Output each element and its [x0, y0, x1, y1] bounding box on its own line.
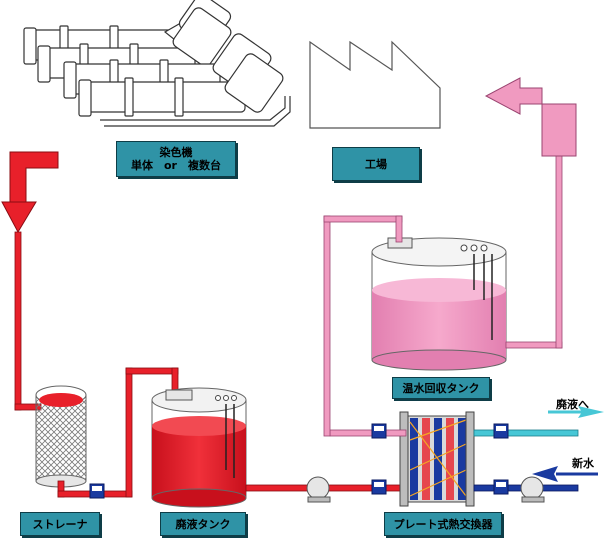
- inlet-arrow-head: [1, 201, 37, 234]
- fresh-water-inlet-line: [473, 466, 598, 503]
- drain-flow-label: 廃液へ: [556, 398, 589, 411]
- waste-tank: [151, 387, 247, 508]
- warm-water-valve: [371, 423, 387, 439]
- fresh-water-flow-label: 新水: [572, 457, 594, 470]
- dyeing-machine-label: 染色機 単体 or 複数台: [116, 141, 236, 177]
- dyeing-machine-label-line2: 単体 or 複数台: [131, 159, 221, 172]
- warm-water-tank-label-text: 温水回収タンク: [402, 381, 480, 395]
- dyeing-machine-4: [78, 53, 284, 117]
- fresh-water-arrow: [532, 466, 558, 482]
- drain-arrow: [578, 406, 604, 418]
- dyeing-machines-illustration: [23, 0, 291, 127]
- strainer-outlet-valve: [89, 483, 105, 499]
- heat-exchanger-label: プレート式熱交換器: [384, 512, 502, 536]
- strainer-vessel: [35, 385, 87, 488]
- exchanger-waste-inlet-valve: [371, 479, 387, 495]
- factory-building-outline: [309, 40, 441, 129]
- dyeing-machine-label-line1: 染色機: [159, 146, 193, 159]
- waste-inlet-pipe: [1, 151, 59, 411]
- waste-pump: [306, 476, 331, 503]
- warm-water-recovery-tank: [371, 237, 507, 371]
- waste-tank-label: 廃液タンク: [160, 512, 246, 536]
- waste-tank-label-text: 廃液タンク: [175, 517, 231, 531]
- strainer-label: ストレーナ: [20, 512, 100, 536]
- factory-label: 工場: [332, 147, 420, 181]
- drain-outlet-line: [473, 406, 604, 439]
- fresh-water-pump: [520, 476, 544, 500]
- heat-exchanger-label-text: プレート式熱交換器: [393, 517, 493, 531]
- strainer-label-text: ストレーナ: [32, 517, 88, 531]
- warm-water-return-arrow: [484, 77, 577, 157]
- plate-heat-exchanger: [399, 411, 475, 507]
- factory-label-text: 工場: [365, 157, 387, 171]
- warm-water-tank-label: 温水回収タンク: [392, 377, 490, 399]
